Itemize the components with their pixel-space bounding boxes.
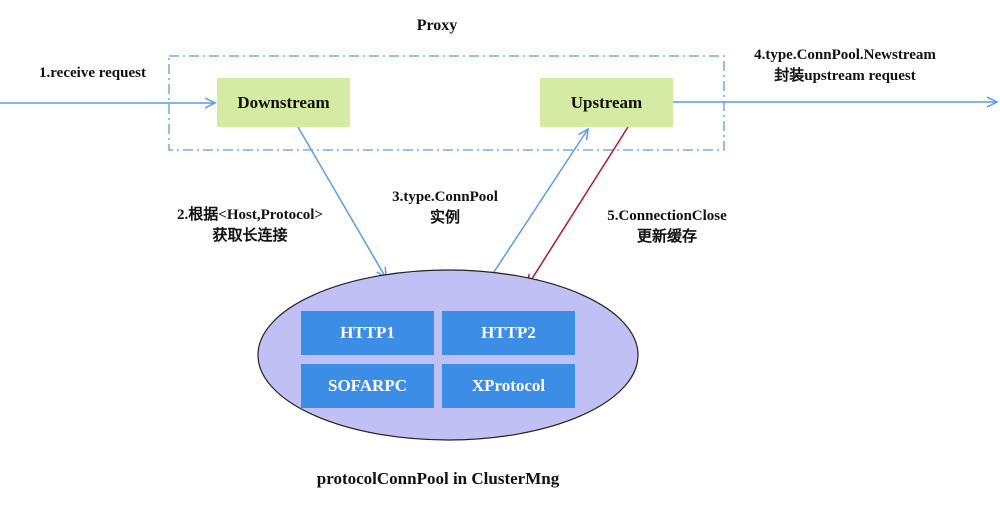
step5-line2: 更新缓存 bbox=[636, 229, 697, 245]
downstream-node[interactable]: Downstream bbox=[217, 78, 350, 127]
pool-caption: protocolConnPool in ClusterMng bbox=[316, 469, 560, 488]
conn-pool-ellipse bbox=[257, 269, 639, 441]
step4-label: 4.type.ConnPool.Newstream 封装upstream req… bbox=[730, 45, 960, 87]
step3-line1: 3.type.ConnPool bbox=[392, 189, 498, 205]
step2-line2: 获取长连接 bbox=[212, 228, 288, 244]
proxy-title: Proxy bbox=[416, 17, 458, 34]
step1-label: 1.receive request bbox=[39, 65, 146, 81]
protocol-http1[interactable]: HTTP1 bbox=[301, 311, 434, 355]
step3-label: 3.type.ConnPool 实例 bbox=[375, 187, 515, 229]
step5-label: 5.ConnectionClose 更新缓存 bbox=[592, 206, 742, 248]
protocol-sofarpc[interactable]: SOFARPC bbox=[301, 364, 434, 408]
proxy-boundary bbox=[168, 55, 725, 151]
arrow-connection-close bbox=[528, 126, 629, 285]
arrow-get-connection bbox=[297, 126, 386, 278]
step3-line2: 实例 bbox=[429, 210, 460, 226]
arrow-connpool-instance bbox=[489, 129, 588, 279]
step2-label: 2.根据<Host,Protocol> 获取长连接 bbox=[160, 205, 340, 247]
step5-line1: 5.ConnectionClose bbox=[607, 208, 727, 224]
step4-line1: 4.type.ConnPool.Newstream bbox=[754, 47, 936, 63]
protocol-xprotocol[interactable]: XProtocol bbox=[442, 364, 575, 408]
step2-line1: 2.根据<Host,Protocol> bbox=[177, 207, 323, 223]
upstream-node[interactable]: Upstream bbox=[540, 78, 673, 127]
protocol-http2[interactable]: HTTP2 bbox=[442, 311, 575, 355]
step4-line2: 封装upstream request bbox=[774, 68, 916, 84]
